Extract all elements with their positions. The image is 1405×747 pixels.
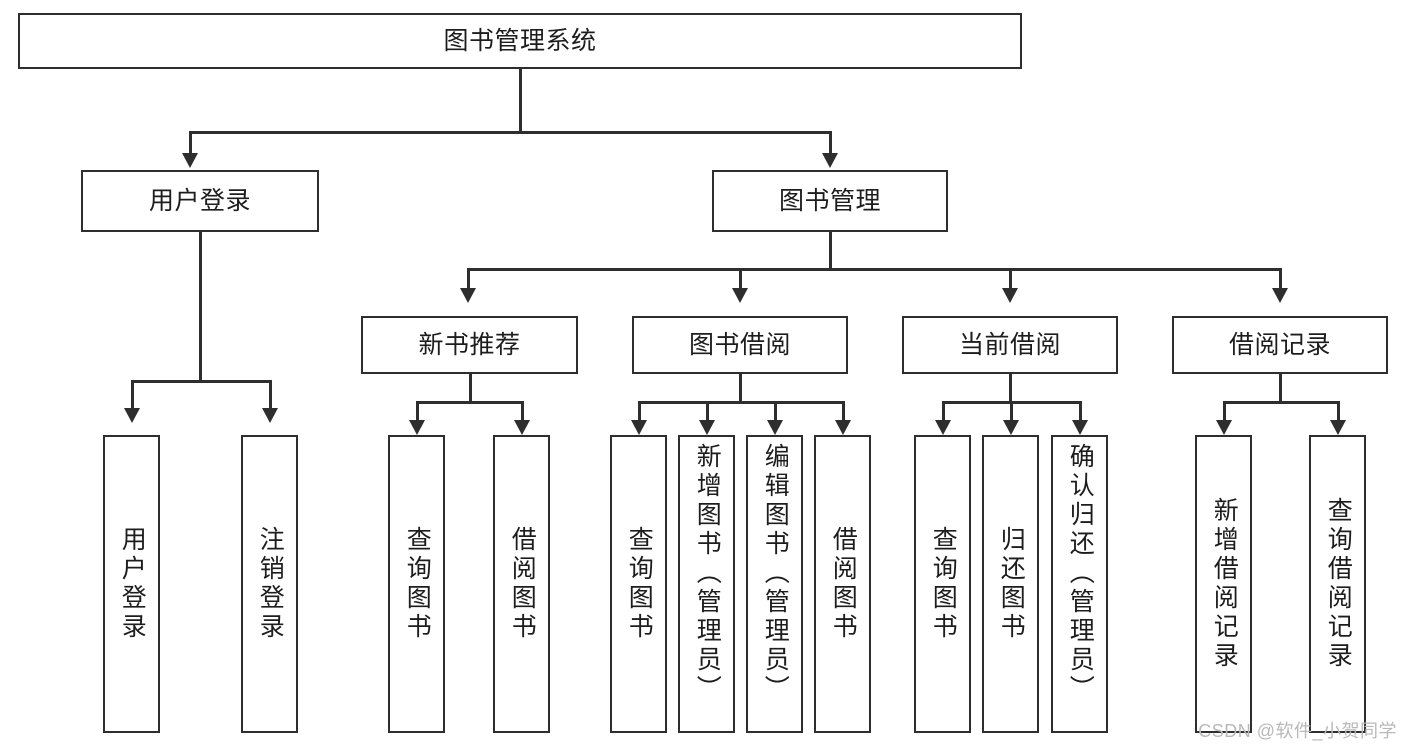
connector-new-book-recommend-bus xyxy=(416,401,523,404)
connector-user-login-branch-2 xyxy=(269,380,272,408)
connector-book-manage-branch-2 xyxy=(739,268,742,288)
arrowhead-leaf-add-book xyxy=(699,420,715,435)
connector-root-bus xyxy=(189,131,831,134)
node-current-borrow[interactable]: 当前借阅 xyxy=(902,316,1118,374)
connector-book-borrow-stem xyxy=(739,374,742,403)
arrowhead-leaf-query-record xyxy=(1330,420,1346,435)
connector-new-book-recommend-stem xyxy=(469,374,472,403)
arrowhead-leaf-edit-book xyxy=(767,420,783,435)
node-label: 借阅图书 xyxy=(829,526,858,642)
connector-book-manage-branch-4 xyxy=(1279,268,1282,288)
node-user-login[interactable]: 用户登录 xyxy=(81,170,319,232)
connector-book-manage-branch-1 xyxy=(467,268,470,288)
node-label: 新书推荐 xyxy=(418,330,521,359)
node-leaf-query-record[interactable]: 查询借阅记录 xyxy=(1309,435,1366,733)
node-leaf-logout[interactable]: 注销登录 xyxy=(241,435,298,733)
arrowhead-leaf-borrow-book-1 xyxy=(514,420,530,435)
node-label: 查询借阅记录 xyxy=(1324,497,1353,671)
node-label: 归还图书 xyxy=(997,526,1026,642)
connector-cb-branch-1 xyxy=(942,401,945,420)
connector-bb-branch-1 xyxy=(638,401,641,420)
connector-root-stem xyxy=(519,69,522,133)
node-leaf-query-book-3[interactable]: 查询图书 xyxy=(914,435,971,733)
arrowhead-leaf-query-book-2 xyxy=(631,420,647,435)
node-leaf-confirm-return[interactable]: 确认归还（管理员） xyxy=(1051,435,1108,733)
node-label: 确认归还（管理员） xyxy=(1066,443,1095,704)
csdn-watermark: CSDN @软件_小贺同学 xyxy=(1198,721,1397,741)
connector-br-branch-1 xyxy=(1223,401,1226,420)
node-leaf-add-record[interactable]: 新增借阅记录 xyxy=(1195,435,1252,733)
node-borrow-record[interactable]: 借阅记录 xyxy=(1172,316,1388,374)
node-label: 图书借阅 xyxy=(688,330,791,359)
connector-borrow-record-bus xyxy=(1223,401,1337,404)
node-leaf-add-book[interactable]: 新增图书（管理员） xyxy=(678,435,735,733)
connector-borrow-record-stem xyxy=(1279,374,1282,403)
arrowhead-leaf-user-login xyxy=(124,408,140,423)
connector-cb-branch-2 xyxy=(1010,401,1013,420)
node-label: 借阅记录 xyxy=(1228,330,1331,359)
node-label: 查询图书 xyxy=(625,526,654,642)
node-leaf-borrow-book-1[interactable]: 借阅图书 xyxy=(493,435,550,733)
node-book-borrow[interactable]: 图书借阅 xyxy=(632,316,848,374)
node-leaf-return-book[interactable]: 归还图书 xyxy=(982,435,1039,733)
connector-book-borrow-bus xyxy=(638,401,842,404)
arrowhead-leaf-return-book xyxy=(1003,420,1019,435)
node-root-system[interactable]: 图书管理系统 xyxy=(18,13,1022,69)
node-label: 查询图书 xyxy=(403,526,432,642)
node-label: 注销登录 xyxy=(256,526,285,642)
arrowhead-current-borrow xyxy=(1002,288,1018,303)
node-leaf-edit-book[interactable]: 编辑图书（管理员） xyxy=(746,435,803,733)
connector-user-login-stem xyxy=(199,232,202,382)
node-label: 当前借阅 xyxy=(958,330,1061,359)
node-label: 新增借阅记录 xyxy=(1210,497,1239,671)
connector-bb-branch-3 xyxy=(774,401,777,420)
connector-user-login-branch-1 xyxy=(131,380,134,408)
node-book-manage[interactable]: 图书管理 xyxy=(712,170,948,232)
node-leaf-query-book-2[interactable]: 查询图书 xyxy=(610,435,667,733)
node-label: 查询图书 xyxy=(929,526,958,642)
node-new-book-recommend[interactable]: 新书推荐 xyxy=(361,316,578,374)
node-label: 用户登录 xyxy=(118,526,147,642)
connector-book-manage-stem xyxy=(829,232,832,270)
connector-bb-branch-2 xyxy=(706,401,709,420)
node-label: 图书管理系统 xyxy=(443,26,597,55)
arrowhead-book-borrow xyxy=(732,288,748,303)
connector-bb-branch-4 xyxy=(842,401,845,420)
arrowhead-leaf-logout xyxy=(262,408,278,423)
node-leaf-query-book-1[interactable]: 查询图书 xyxy=(388,435,445,733)
arrowhead-new-book-recommend xyxy=(460,288,476,303)
connector-nbr-branch-1 xyxy=(416,401,419,420)
arrowhead-user-login xyxy=(182,153,198,168)
connector-cb-branch-3 xyxy=(1079,401,1082,420)
connector-current-borrow-stem xyxy=(1009,374,1012,403)
connector-book-manage-bus xyxy=(467,268,1282,271)
node-label: 图书管理 xyxy=(778,186,881,215)
connector-root-to-user-login xyxy=(189,131,192,153)
arrowhead-leaf-query-book-3 xyxy=(935,420,951,435)
connector-root-to-book-manage xyxy=(829,131,832,153)
arrowhead-leaf-query-book-1 xyxy=(409,420,425,435)
connector-book-manage-branch-3 xyxy=(1009,268,1012,288)
connector-br-branch-2 xyxy=(1337,401,1340,420)
arrowhead-leaf-add-record xyxy=(1216,420,1232,435)
node-leaf-borrow-book-2[interactable]: 借阅图书 xyxy=(814,435,871,733)
node-leaf-user-login[interactable]: 用户登录 xyxy=(103,435,160,733)
arrowhead-leaf-confirm-return xyxy=(1072,420,1088,435)
arrowhead-borrow-record xyxy=(1272,288,1288,303)
node-label: 借阅图书 xyxy=(508,526,537,642)
connector-user-login-bus xyxy=(131,380,271,383)
node-label: 用户登录 xyxy=(148,186,251,215)
arrowhead-book-manage xyxy=(822,153,838,168)
node-label: 编辑图书（管理员） xyxy=(761,443,790,704)
connector-nbr-branch-2 xyxy=(521,401,524,420)
node-label: 新增图书（管理员） xyxy=(693,443,722,704)
arrowhead-leaf-borrow-book-2 xyxy=(835,420,851,435)
